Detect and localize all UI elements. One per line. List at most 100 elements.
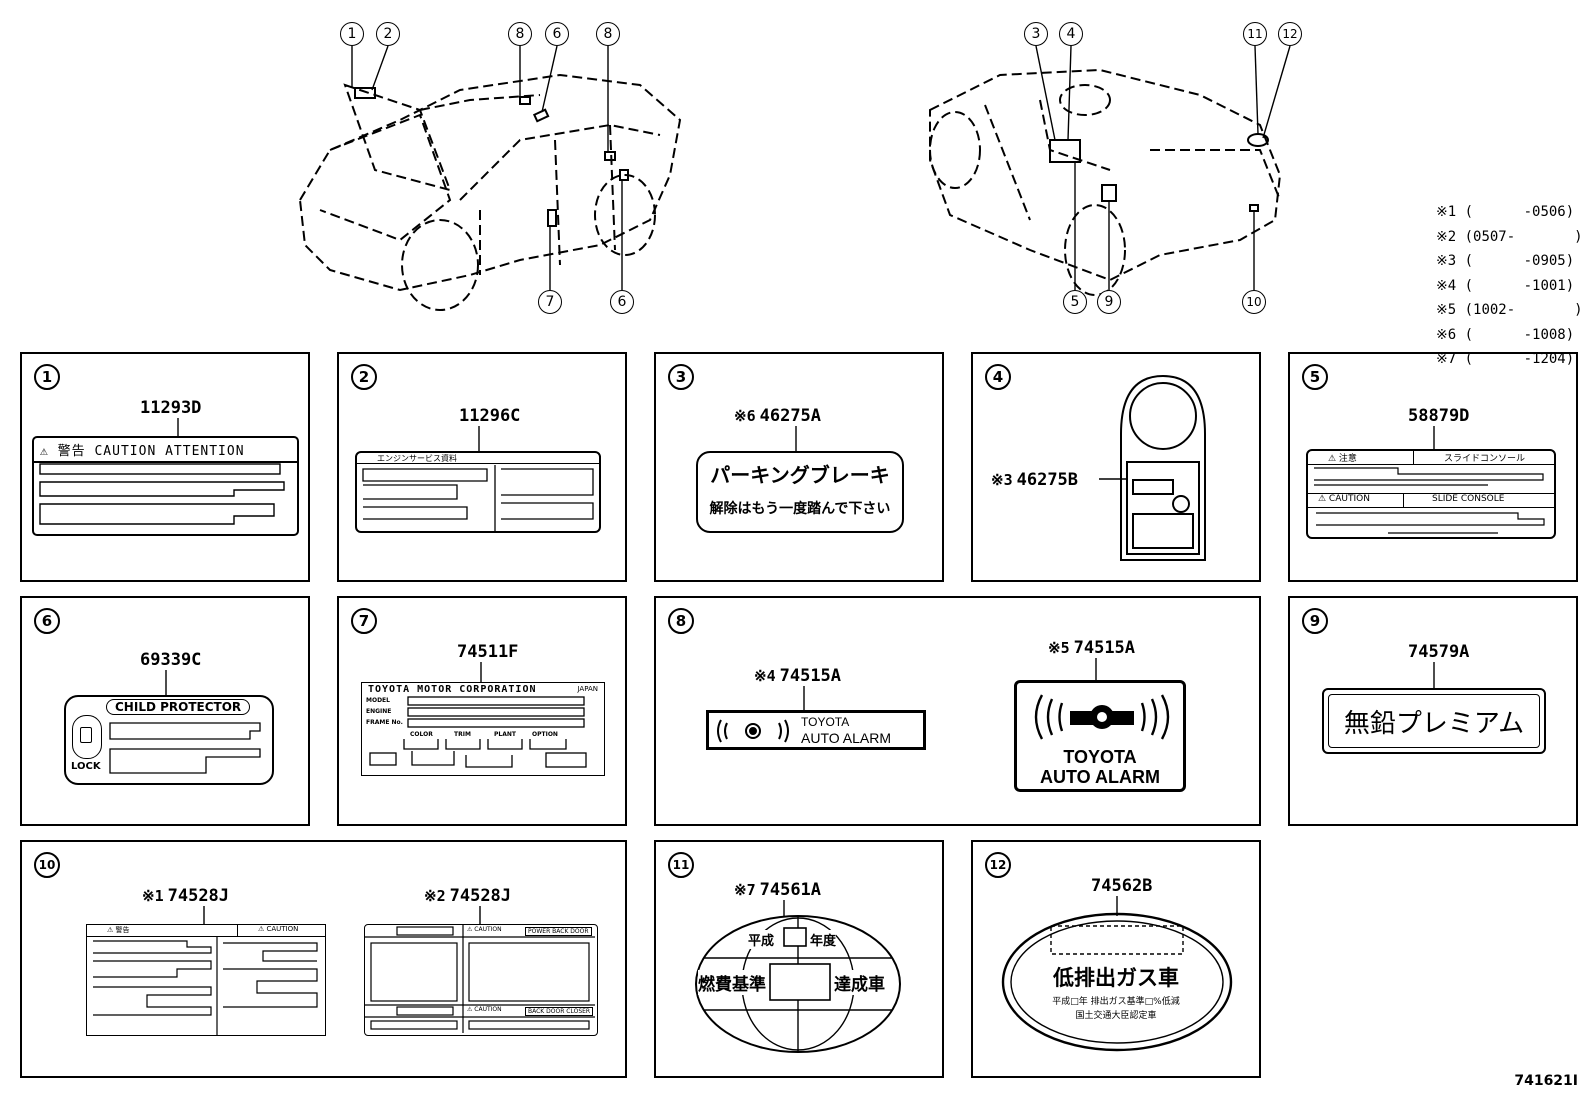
callout-2: 2 <box>376 22 400 46</box>
vin-plate-label: TOYOTA MOTOR CORPORATION JAPAN MODEL ENG… <box>361 682 605 776</box>
fuel-efficiency-heisei: 平成 <box>748 930 775 949</box>
applicability-notes: ※1 ( -0506)※2 (0507- )※3 ( -0905)※4 ( -1… <box>1436 200 1583 372</box>
fuel-efficiency-standard: 燃費基準 <box>698 970 766 995</box>
part-number: 74562B <box>1091 876 1153 896</box>
part-number: 69339C <box>140 650 202 670</box>
vin-color: COLOR <box>410 731 433 738</box>
note-1: ※1 ( -0506) <box>1436 204 1575 220</box>
slide-console-row-1: ⚠ 注意スライドコンソール <box>1308 451 1554 465</box>
premium-fuel-text: 無鉛プレミアム <box>1343 708 1525 739</box>
panel-number: 2 <box>351 364 377 390</box>
part-number: 74579A <box>1408 642 1470 662</box>
panel-9: 9 74579A 無鉛プレミアム <box>1288 596 1578 826</box>
auto-alarm-small-label: TOYOTA AUTO ALARM <box>706 710 926 750</box>
note-4: ※4 ( -1001) <box>1436 277 1575 294</box>
panel-number: 6 <box>34 608 60 634</box>
auto-alarm-small-line-2: AUTO ALARM <box>801 730 891 746</box>
note-6: ※6 ( -1008) <box>1436 326 1575 343</box>
slide-console-t2: スライドコンソール <box>1444 454 1526 464</box>
auto-alarm-large-line-1: TOYOTA <box>1063 747 1137 767</box>
caution-label: ⚠ 警告 CAUTION ATTENTION <box>32 436 299 536</box>
callout-1: 1 <box>340 22 364 46</box>
low-emission-standard: 平成□年 排出ガス基準□%低減 <box>1052 997 1180 1007</box>
back-door-label-b: ⚠ CAUTION POWER BACK DOOR ⚠ CAUTION BACK… <box>364 924 598 1036</box>
panel-1: 1 11293D ⚠ 警告 CAUTION ATTENTION <box>20 352 310 582</box>
auto-alarm-small-line-1: TOYOTA <box>801 715 850 729</box>
vin-japan: JAPAN <box>577 685 598 693</box>
panel-number: 12 <box>985 852 1011 878</box>
vin-trim: TRIM <box>454 731 471 738</box>
premium-fuel-inner: 無鉛プレミアム <box>1328 694 1540 748</box>
fuel-efficiency-label <box>695 900 901 1053</box>
back-door-a-header: ⚠ 警告 ⚠ CAUTION <box>87 925 325 937</box>
low-emission-label <box>1001 896 1233 1052</box>
engine-service-label: エンジンサービス資料 <box>355 451 601 533</box>
callout-6: 6 <box>610 290 634 314</box>
callout-4: 4 <box>1059 22 1083 46</box>
lock-knob <box>80 727 92 743</box>
low-emission-title: 低排出ガス車 <box>1053 966 1179 990</box>
back-door-a-t1: ⚠ 警告 <box>87 925 238 936</box>
part-number: 11296C <box>459 406 521 426</box>
panel-number: 9 <box>1302 608 1328 634</box>
callout-6: 6 <box>545 22 569 46</box>
slide-console-row-2: ⚠ CAUTION SLIDE CONSOLE <box>1308 493 1554 508</box>
panel-6: 6 69339C CHILD PROTECTOR LOCK <box>20 596 310 826</box>
vin-plant: PLANT <box>494 731 516 738</box>
panel-7: 7 74511F TOYOTA MOTOR CORPORATION JAPAN … <box>337 596 627 826</box>
panel-number: 10 <box>34 852 60 878</box>
vin-option: OPTION <box>532 731 558 738</box>
caution-label-header: ⚠ 警告 CAUTION ATTENTION <box>34 438 297 463</box>
slide-console-t3: ⚠ CAUTION <box>1308 494 1404 507</box>
figure-id: 741621I <box>1514 1073 1578 1089</box>
vehicle-front-view-illustration <box>298 45 1291 311</box>
child-protector-label: CHILD PROTECTOR LOCK <box>64 695 274 785</box>
part-number: 11293D <box>140 398 202 418</box>
panel-number: 3 <box>668 364 694 390</box>
vin-maker: TOYOTA MOTOR CORPORATION <box>368 684 537 695</box>
panel-number: 8 <box>668 608 694 634</box>
panel-12: 12 74562B 低排出ガス車 平成□年 排出ガス基準□%低減 国土交通大臣認… <box>971 840 1261 1078</box>
slide-console-label: ⚠ 注意スライドコンソール ⚠ CAUTION SLIDE CONSOLE <box>1306 449 1556 539</box>
callout-8: 8 <box>596 22 620 46</box>
back-door-a-t2: ⚠ CAUTION <box>258 925 299 933</box>
alarm-icon-small <box>717 719 789 743</box>
panel-number: 11 <box>668 852 694 878</box>
callout-3: 3 <box>1024 22 1048 46</box>
auto-alarm-large-label: TOYOTA AUTO ALARM <box>1014 680 1186 792</box>
note-3: ※3 ( -0905) <box>1436 253 1575 269</box>
hang-tag-label <box>1099 374 1206 561</box>
back-door-b-closer: BACK DOOR CLOSER <box>525 1007 594 1016</box>
panel-2: 2 11296C エンジンサービス資料 <box>337 352 627 582</box>
callout-12: 12 <box>1278 22 1302 46</box>
callout-9: 9 <box>1097 290 1121 314</box>
callout-7: 7 <box>538 290 562 314</box>
callout-11: 11 <box>1243 22 1267 46</box>
parking-brake-label: パーキングブレーキ 解除はもう一度踏んで下さい <box>696 451 904 533</box>
vin-engine: ENGINE <box>366 708 392 715</box>
note-7: ※7 ( -1204) <box>1436 351 1575 367</box>
note-5: ※5 (1002- ) <box>1436 302 1583 318</box>
vin-model: MODEL <box>366 697 390 704</box>
panel-number: 7 <box>351 608 377 634</box>
back-door-b-caution-2: ⚠ CAUTION <box>467 1006 502 1013</box>
slide-console-t4: SLIDE CONSOLE <box>1432 494 1505 504</box>
back-door-b-power: POWER BACK DOOR <box>525 927 592 936</box>
part-number: 58879D <box>1408 406 1470 426</box>
vin-frame: FRAME No. <box>366 719 403 726</box>
premium-fuel-label: 無鉛プレミアム <box>1322 688 1546 754</box>
lock-text: LOCK <box>71 761 101 772</box>
child-protector-title: CHILD PROTECTOR <box>106 699 251 715</box>
